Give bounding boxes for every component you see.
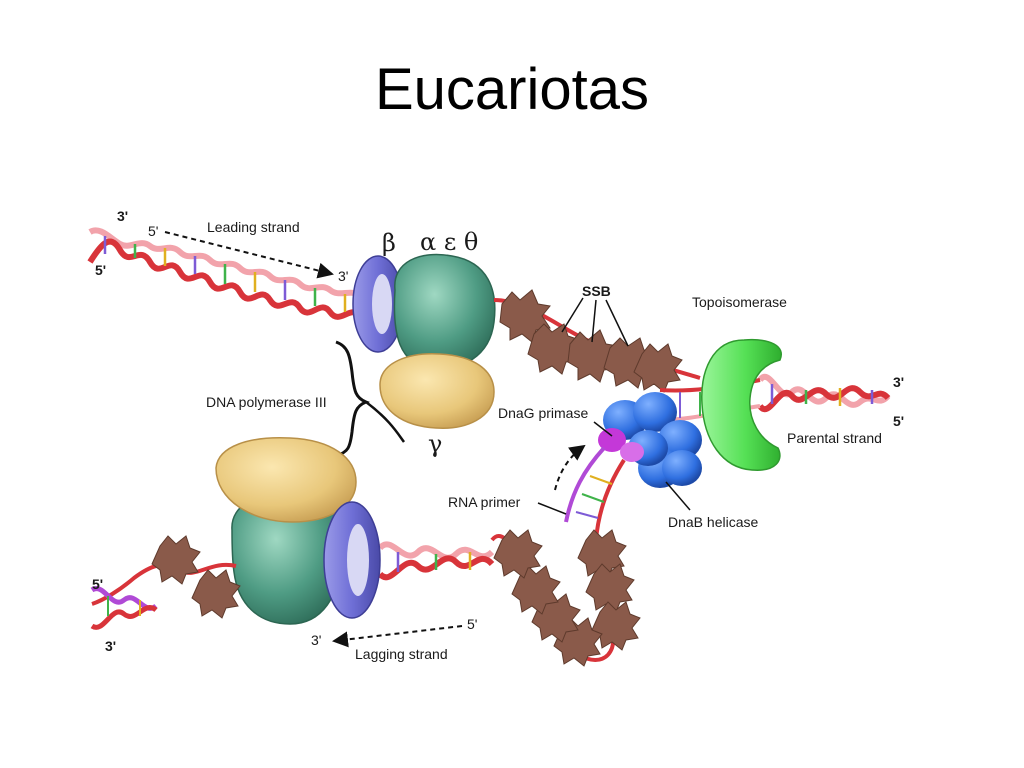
right-3prime: 3' [893, 374, 904, 390]
dnag-primase [598, 428, 644, 462]
brace-extension [365, 401, 406, 443]
primer-base-pairs [575, 475, 613, 519]
ssb-label: SSB [582, 283, 611, 299]
dnag-primase-label: DnaG primase [498, 405, 588, 421]
dna-polymerase-label: DNA polymerase III [206, 394, 327, 410]
lagging-strand-label: Lagging strand [355, 646, 448, 662]
primer-direction-arrow [554, 444, 586, 491]
topoisomerase-label: Topoisomerase [692, 294, 787, 310]
beta-clamp-bottom-hole [347, 524, 369, 596]
beta-label: β [382, 229, 396, 257]
rna-primer-label: RNA primer [448, 494, 521, 510]
parental-strand-helix [757, 374, 891, 412]
ssb-proteins-loop [493, 529, 641, 667]
leading-strand-arrow [164, 231, 334, 279]
alpha-epsilon-theta-label: α ε θ [420, 228, 478, 256]
ssb-proteins-top [499, 289, 683, 393]
dna-polymerase-brace [335, 340, 371, 458]
leading-polymerase [352, 253, 496, 429]
leading-3prime: 3' [338, 268, 348, 284]
helicase-pointer [665, 481, 691, 511]
ssb-proteins-left [151, 535, 241, 619]
page-title: Eucariotas [374, 57, 650, 122]
top-left-5prime: 5' [95, 262, 106, 278]
bottom-left-3prime: 3' [105, 638, 116, 654]
lagging-strand-arrow [332, 625, 463, 648]
bottom-left-5prime: 5' [92, 576, 103, 592]
top-left-3prime: 3' [117, 208, 128, 224]
lagging-5prime: 5' [467, 616, 477, 632]
bottom-left-helix [90, 586, 158, 630]
leading-strand-label: Leading strand [207, 219, 300, 235]
rna-primer-strand [564, 446, 606, 523]
right-5prime: 5' [893, 413, 904, 429]
beta-clamp-top-hole [372, 274, 392, 334]
gamma-label: γ [428, 430, 442, 458]
primase-pointer [593, 421, 613, 437]
dnab-helicase-label: DnaB helicase [668, 514, 758, 530]
lagging-polymerase [215, 437, 381, 625]
parental-strand-label: Parental strand [787, 430, 882, 446]
lagging-strand-helix [377, 541, 495, 581]
core-alpha-epsilon-theta [393, 253, 496, 370]
leading-5prime: 5' [148, 223, 158, 239]
gamma-complex-bottom [215, 437, 357, 523]
ssb-pointers [561, 297, 629, 347]
lagging-3prime: 3' [311, 632, 321, 648]
topoisomerase [701, 338, 782, 471]
leading-strand-helix [87, 227, 363, 320]
gamma-complex-top [379, 353, 495, 429]
rna-primer-pointer [537, 502, 567, 515]
